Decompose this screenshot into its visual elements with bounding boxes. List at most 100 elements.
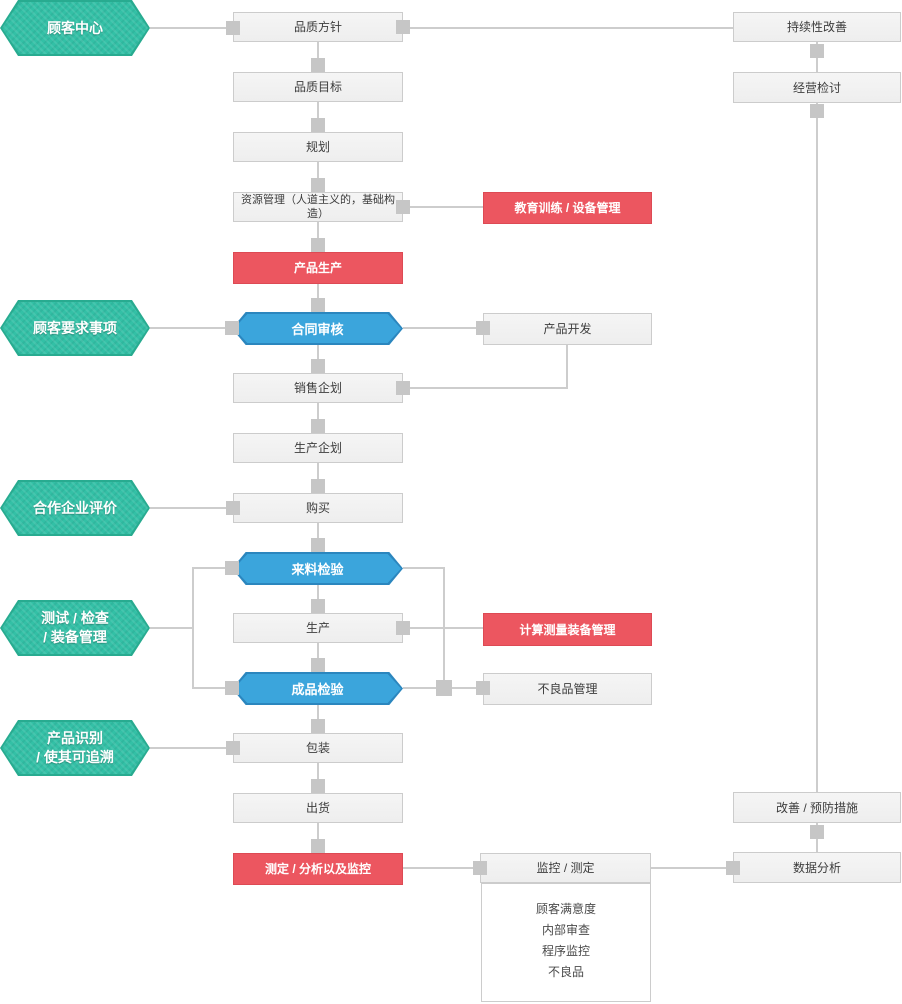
connector-line [403, 867, 480, 869]
connector-line [410, 387, 568, 389]
node-data-analysis[interactable]: 数据分析 [733, 852, 901, 883]
monitoring-item: 程序监控 [541, 944, 590, 958]
node-label: 资源管理（人道主义的，基础构造） [241, 194, 395, 220]
hexagon-label-line2: / 使其可追溯 [36, 749, 114, 765]
connector-dot [225, 681, 239, 695]
connector-line [452, 687, 483, 689]
connector-line [317, 463, 319, 493]
node-monitoring-measurement[interactable]: 监控 / 测定 [480, 853, 651, 883]
node-quality-objectives[interactable]: 品质目标 [233, 72, 403, 102]
hexagon-label: 合作企业评价 [33, 499, 117, 516]
node-label: 销售企划 [293, 381, 342, 395]
connector-dot [311, 479, 325, 493]
connector-line [317, 42, 319, 72]
connector-line [317, 763, 319, 793]
node-shipping[interactable]: 出货 [233, 793, 403, 823]
node-management-review[interactable]: 经营检讨 [733, 72, 901, 103]
hexagon-label: 顾客要求事项 [33, 319, 117, 336]
hex-product-identification[interactable]: 产品识别 / 使其可追溯 [0, 720, 150, 776]
hex-customer-requirements[interactable]: 顾客要求事项 [0, 300, 150, 356]
node-planning[interactable]: 规划 [233, 132, 403, 162]
connector-line [410, 206, 483, 208]
connector-line [317, 162, 319, 192]
connector-line [150, 747, 233, 749]
node-label: 产品生产 [293, 261, 342, 275]
panel-monitoring-items: 顾客满意度 内部审查 程序监控 不良品 [481, 883, 651, 1002]
connector-dot [311, 298, 325, 312]
node-label: 合同审核 [291, 322, 344, 337]
node-label: 测定 / 分析以及监控 [264, 862, 371, 876]
node-label: 购买 [305, 501, 330, 515]
connector-dot [311, 118, 325, 132]
hex-customer-focus[interactable]: 顾客中心 [0, 0, 150, 56]
node-continuous-improvement[interactable]: 持续性改善 [733, 12, 901, 42]
node-purchasing[interactable]: 购买 [233, 493, 403, 523]
node-final-inspection[interactable]: 成品检验 [232, 672, 403, 705]
connector-line [192, 567, 232, 569]
connector-dot [225, 321, 239, 335]
node-label: 数据分析 [792, 860, 841, 875]
node-label: 生产 [305, 621, 330, 635]
hexagon-label-line2: / 装备管理 [43, 629, 107, 645]
node-sales-planning[interactable]: 销售企划 [233, 373, 403, 403]
node-training-equipment-management[interactable]: 教育训练 / 设备管理 [483, 192, 652, 224]
hexagon-label-line1: 产品识别 [47, 730, 103, 746]
node-label: 改善 / 预防措施 [775, 800, 858, 815]
node-packaging[interactable]: 包装 [233, 733, 403, 763]
node-product-development[interactable]: 产品开发 [483, 313, 652, 345]
node-label: 持续性改善 [786, 20, 847, 34]
node-incoming-inspection[interactable]: 来料检验 [232, 552, 403, 585]
connector-dot [476, 321, 490, 335]
connector-line [566, 345, 568, 388]
node-label: 计算测量装备管理 [519, 622, 616, 637]
connector-line [150, 507, 233, 509]
connector-line [317, 523, 319, 552]
connector-dot [810, 44, 824, 58]
connector-dot [810, 104, 824, 118]
node-label: 监控 / 测定 [536, 861, 595, 875]
connector-dot [311, 779, 325, 793]
connector-dot [810, 825, 824, 839]
connector-line [403, 327, 483, 329]
connector-dot [396, 381, 410, 395]
node-measuring-equipment-management[interactable]: 计算测量装备管理 [483, 613, 652, 646]
connector-line [150, 27, 233, 29]
connector-dot [396, 200, 410, 214]
node-resource-management[interactable]: 资源管理（人道主义的，基础构造） [233, 192, 403, 222]
node-label: 出货 [305, 801, 330, 815]
connector-line [317, 403, 319, 433]
connector-dot [436, 680, 452, 696]
node-label: 品质方针 [293, 20, 342, 34]
node-label: 成品检验 [291, 682, 344, 697]
node-contract-review[interactable]: 合同审核 [232, 312, 403, 345]
node-quality-policy[interactable]: 品质方针 [233, 12, 403, 42]
node-improvement-prevention-measures[interactable]: 改善 / 预防措施 [733, 792, 901, 823]
node-label: 产品开发 [543, 322, 592, 336]
node-label: 来料检验 [291, 562, 344, 577]
node-defective-product-management[interactable]: 不良品管理 [483, 673, 652, 705]
node-measurement-analysis-monitoring[interactable]: 测定 / 分析以及监控 [233, 853, 403, 885]
connector-dot [311, 658, 325, 672]
connector-line [816, 102, 818, 792]
hex-test-inspection-equipment[interactable]: 测试 / 检查 / 装备管理 [0, 600, 150, 656]
connector-dot [311, 719, 325, 733]
monitoring-item: 不良品 [547, 965, 584, 979]
monitoring-item: 顾客满意度 [535, 902, 596, 916]
connector-dot [311, 419, 325, 433]
hex-partner-evaluation[interactable]: 合作企业评价 [0, 480, 150, 536]
connector-dot [225, 561, 239, 575]
connector-dot [311, 178, 325, 192]
hexagon-label-line1: 测试 / 检查 [41, 610, 109, 626]
node-label: 品质目标 [293, 80, 342, 94]
connector-dot [473, 861, 487, 875]
connector-line [651, 867, 733, 869]
node-product-production[interactable]: 产品生产 [233, 252, 403, 284]
connector-line [403, 567, 444, 569]
node-label: 经营检讨 [792, 80, 841, 95]
node-production-planning[interactable]: 生产企划 [233, 433, 403, 463]
connector-dot [226, 501, 240, 515]
connector-line [150, 627, 193, 629]
connector-line [192, 687, 232, 689]
node-production[interactable]: 生产 [233, 613, 403, 643]
